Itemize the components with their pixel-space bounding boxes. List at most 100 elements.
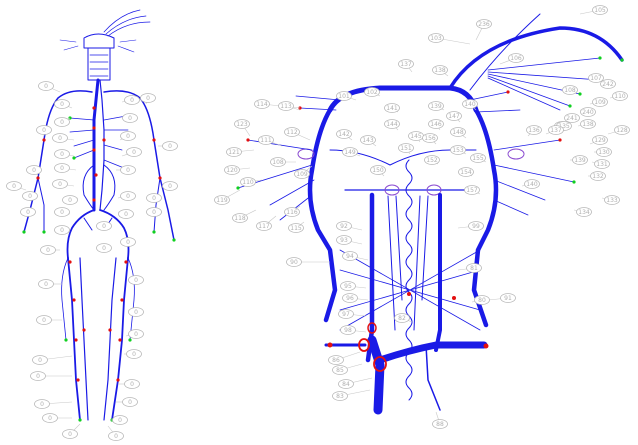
label-text: 0 (152, 195, 156, 202)
node-label: 0 (129, 330, 144, 339)
lower-trunk (372, 340, 380, 410)
node-label: 0 (147, 194, 162, 203)
label-text: 242 (602, 81, 614, 88)
label-text: 0 (46, 247, 50, 254)
label-text: 150 (372, 167, 384, 174)
node-label: 0 (31, 372, 46, 381)
node-label: 145 (409, 132, 424, 141)
node-label: 131 (595, 160, 610, 169)
label-text: 108 (564, 87, 576, 94)
node-label: 0 (147, 208, 162, 217)
node-label: 121 (227, 148, 242, 157)
node-label: 0 (121, 132, 136, 141)
label-text: 236 (478, 21, 490, 28)
label-text: 97 (342, 311, 350, 318)
node-label: 92 (337, 222, 352, 231)
node-label: 129 (593, 136, 608, 145)
label-text: 142 (338, 131, 350, 138)
node-label: 0 (121, 238, 136, 247)
node-label: 153 (451, 146, 466, 155)
node-label: 116 (285, 208, 300, 217)
label-text: 136 (528, 127, 540, 134)
label-text: 101 (338, 93, 350, 100)
node-label: 110 (241, 178, 256, 187)
wavy-vessel (406, 160, 412, 400)
label-text: 0 (44, 281, 48, 288)
node-label: 0 (97, 222, 112, 231)
node-label: 83 (333, 392, 348, 401)
node-label: 98 (341, 326, 356, 335)
aorta-trunk (94, 80, 98, 210)
node-label: 114 (255, 100, 270, 109)
label-text: 95 (344, 283, 352, 290)
label-text: 0 (134, 277, 138, 284)
label-text: 84 (342, 381, 350, 388)
node-label: 94 (343, 252, 358, 261)
label-text: 120 (226, 167, 238, 174)
label-text: 152 (426, 157, 438, 164)
label-text: 0 (40, 401, 44, 408)
label-text: 0 (118, 417, 122, 424)
node-label: 0 (109, 432, 124, 441)
label-text: 133 (606, 197, 618, 204)
node-label: 138 (433, 66, 448, 75)
node-label: 0 (163, 142, 178, 151)
label-text: 103 (430, 35, 442, 42)
node-label: 95 (341, 282, 356, 291)
node-label: 105 (593, 6, 608, 15)
node-label: 0 (53, 134, 68, 143)
label-text: 106 (510, 55, 522, 62)
node-label: 109 (593, 98, 608, 107)
node-label: 147 (447, 112, 462, 121)
node-label: 81 (467, 264, 482, 273)
label-text: 151 (400, 145, 412, 152)
label-text: 0 (60, 227, 64, 234)
label-text: 83 (336, 393, 344, 400)
node-label: 80 (475, 296, 490, 305)
label-text: 128 (616, 127, 628, 134)
node-label: 140 (463, 100, 478, 109)
label-text: 0 (168, 183, 172, 190)
node-label: 0 (141, 94, 156, 103)
node-label: 102 (365, 88, 380, 97)
node-label: 0 (39, 82, 54, 91)
node-label: 0 (121, 166, 136, 175)
node-label: 0 (119, 210, 134, 219)
node-label: 120 (225, 166, 240, 175)
label-text: 119 (216, 197, 228, 204)
node-label: 117 (257, 222, 272, 231)
node-label: 150 (371, 166, 386, 175)
node-label: 0 (23, 192, 38, 201)
label-text: 0 (130, 97, 134, 104)
node-label: 0 (43, 414, 58, 423)
label-text: 0 (152, 209, 156, 216)
label-text: 153 (452, 147, 464, 154)
node-label: 0 (53, 180, 68, 189)
node-label: 240 (581, 108, 596, 117)
label-text: 154 (460, 169, 472, 176)
label-text: 139 (430, 103, 442, 110)
label-text: 0 (42, 127, 46, 134)
node-label: 0 (123, 114, 138, 123)
node-label: 133 (605, 196, 620, 205)
label-text: 0 (32, 167, 36, 174)
body-label-group: 0000000000000000000000000000000000000000… (7, 82, 178, 441)
node-label: 0 (27, 166, 42, 175)
node-label: 146 (429, 120, 444, 129)
label-text: 156 (424, 135, 436, 142)
label-text: 141 (386, 105, 398, 112)
node-label: 111 (259, 136, 274, 145)
label-text: 115 (290, 225, 302, 232)
label-text: 157 (466, 187, 478, 194)
node-label: 241 (565, 114, 580, 123)
label-text: 0 (60, 209, 64, 216)
node-label: 0 (33, 356, 48, 365)
label-text: 109 (594, 99, 606, 106)
label-text: 137 (400, 61, 412, 68)
label-text: 0 (134, 309, 138, 316)
label-text: 94 (346, 253, 354, 260)
node-label: 242 (601, 80, 616, 89)
node-label: 99 (469, 222, 484, 231)
label-text: 88 (436, 421, 444, 428)
